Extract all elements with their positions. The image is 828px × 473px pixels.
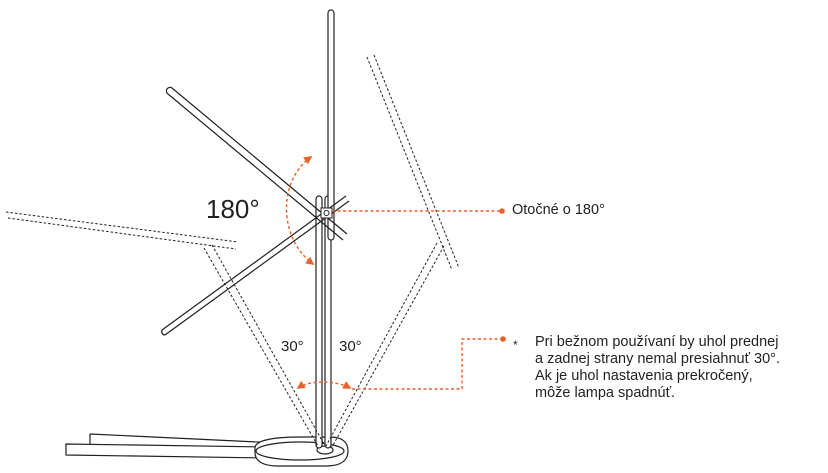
- warning-line: a zadnej strany nemal presiahnuť 30°.: [535, 351, 780, 367]
- pivot-joint: [320, 207, 333, 219]
- left-tilt-angle-label: 30°: [281, 338, 304, 355]
- warning-line: môže lampa spadnúť.: [535, 385, 676, 401]
- warning-text: Pri bežnom používaní by uhol prednej a z…: [535, 334, 780, 402]
- right-tilt-angle-label: 30°: [339, 338, 362, 355]
- warning-asterisk: *: [513, 338, 518, 352]
- lamp-arm-tilted-right: [325, 54, 460, 448]
- tilt-arc-arrow: [296, 380, 352, 389]
- rotate-callout-leader: [332, 208, 505, 214]
- warning-line: Pri bežnom používaní by uhol prednej: [535, 334, 779, 350]
- warning-line: Ak je uhol nastavenia prekročený,: [535, 368, 753, 384]
- rotation-angle-label: 180°: [206, 194, 260, 224]
- lamp-base: [65, 433, 349, 467]
- lamp-arm-tilted-left: [5, 211, 325, 447]
- rotate-callout-text: Otočné o 180°: [512, 202, 605, 218]
- warning-callout-leader: [352, 336, 506, 390]
- rotation-arc-arrow: [285, 156, 315, 266]
